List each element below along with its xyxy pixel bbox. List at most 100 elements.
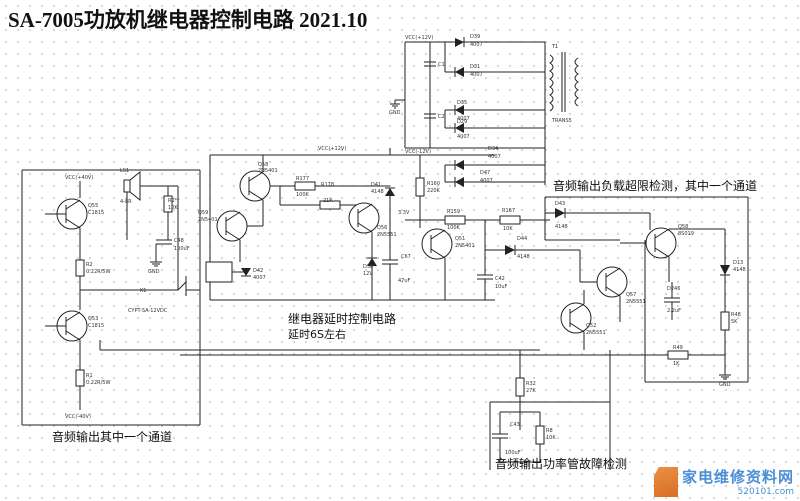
capacitor-c42: C42 10uF (477, 274, 508, 290)
svg-text:D13: D13 (733, 260, 743, 266)
svg-text:VCC(+12V): VCC(+12V) (318, 146, 346, 152)
site-watermark: 家电维修资料网 520101.com (653, 466, 794, 497)
svg-text:27K: 27K (526, 388, 536, 394)
resistor-r1: R1 0.22R/5W (75, 369, 110, 387)
transistor-q56: Q56 2N5551 (348, 202, 397, 238)
svg-text:D39: D39 (470, 34, 480, 40)
capacitor-c2: C2 (424, 113, 445, 120)
svg-text:C1815: C1815 (88, 323, 104, 329)
c1-label: C1 (438, 62, 445, 68)
diode-d35: D35 4007 (454, 100, 470, 122)
svg-text:2N5551: 2N5551 (377, 232, 397, 238)
svg-text:4007: 4007 (470, 72, 483, 78)
diode-d34: D34 4007 (454, 146, 501, 170)
svg-text:D31: D31 (470, 64, 480, 70)
svg-text:2.2uF: 2.2uF (667, 308, 681, 314)
svg-text:Q57: Q57 (626, 292, 636, 298)
capacitor-d246: D246 2.2uF (664, 286, 681, 314)
transistor-q52: Q52 2N5551 (560, 302, 606, 336)
svg-text:12V: 12V (363, 271, 373, 277)
svg-text:R49: R49 (673, 345, 683, 351)
resistor-r48: R48 5K (720, 311, 741, 331)
capacitor-c48: C48 100uF (156, 238, 190, 252)
watermark-text: 家电维修资料网 520101.com (682, 466, 794, 497)
svg-text:C42: C42 (495, 276, 505, 282)
ground-symbol-power: GND (389, 100, 401, 116)
speaker-ls1: LS1 4-8R (120, 168, 141, 205)
svg-text:2N5401: 2N5401 (258, 168, 278, 174)
svg-text:R48: R48 (731, 312, 741, 318)
svg-text:4148: 4148 (517, 254, 530, 260)
diode-d29: D29 4007 (454, 119, 470, 140)
svg-text:Q56: Q56 (377, 225, 387, 231)
relay-delay-subtitle: 延时6S左右 (288, 327, 346, 341)
overload-detect-section: 音频输出负载超限检测，其中一个通道 D43 4148 Q58 8S019 (180, 178, 757, 388)
diode-d42: D42 4007 (241, 268, 266, 281)
diode-d13: D13 4148 (720, 260, 746, 276)
svg-text:Q52: Q52 (586, 323, 596, 329)
capacitor-c67: C67 47uF (382, 254, 411, 284)
fault-detect-section: R32 27K R8 10K C43 100uF 音频输出功率管故障检测 (99, 340, 627, 471)
relay-delay-section: VCC(+12V) Q58 2N5401 Q59 2N5401 (198, 146, 580, 341)
svg-text:100K: 100K (296, 192, 310, 198)
transistor-q57: Q57 2N5551 (596, 266, 646, 305)
svg-text:D34: D34 (488, 146, 498, 152)
relay-coil (205, 261, 245, 283)
svg-text:4148: 4148 (555, 224, 568, 230)
svg-text:10K: 10K (503, 226, 513, 232)
svg-text:D47: D47 (480, 170, 490, 176)
svg-text:TRANS5: TRANS5 (551, 118, 572, 124)
svg-text:4007: 4007 (457, 134, 470, 140)
svg-text:Q53: Q53 (88, 316, 98, 322)
output-channel-section: VCC(+40V) Q55 C1815 R2 0.22R/5W Q53 (21, 168, 201, 426)
svg-text:R167: R167 (502, 208, 515, 214)
ground-symbol-left: GND (148, 261, 162, 275)
svg-text:4007: 4007 (480, 178, 493, 184)
svg-text:R1: R1 (86, 373, 93, 379)
svg-text:R8: R8 (546, 428, 553, 434)
svg-text:D44: D44 (517, 236, 527, 242)
svg-text:5K: 5K (731, 319, 738, 325)
svg-text:47uF: 47uF (398, 278, 411, 284)
vcc-top-label: VCC(+12V) (405, 35, 433, 41)
svg-text:GND: GND (148, 269, 160, 275)
watermark-cn: 家电维修资料网 (681, 468, 794, 486)
svg-text:CYPT-SA-12VDC: CYPT-SA-12VDC (128, 308, 168, 314)
resistor-r2: R2 0.22R/5W (75, 259, 110, 277)
resistor-r167: R167 10K (499, 208, 521, 232)
svg-text:1K: 1K (673, 361, 680, 367)
svg-text:VCC(+40V): VCC(+40V) (65, 175, 93, 181)
vcc-neg-label: VCC(-12V) (405, 149, 431, 155)
svg-text:Q55: Q55 (88, 203, 98, 209)
svg-text:R160: R160 (427, 181, 440, 187)
fault-detect-title: 音频输出功率管故障检测 (495, 456, 627, 471)
power-supply-section: C1 C2 GND VCC(+12V) VCC(-12V) D39 4007 (389, 34, 579, 187)
svg-text:R1**: R1** (168, 198, 180, 204)
svg-text:LS1: LS1 (120, 168, 129, 174)
svg-text:R2: R2 (86, 262, 93, 268)
relay-contact-k1: K1 CYPT-SA-12VDC (128, 276, 200, 314)
diode-d47: D47 4007 (454, 170, 493, 187)
svg-text:D29: D29 (457, 119, 467, 125)
watermark-logo-icon (653, 467, 678, 497)
svg-text:8S019: 8S019 (678, 231, 694, 237)
diagram-title: SA-7005功放机继电器控制电路 2021.10 (8, 8, 368, 32)
svg-text:Q58: Q58 (678, 224, 688, 230)
svg-text:2N5401: 2N5401 (455, 243, 475, 249)
output-channel-title: 音频输出其中一个通道 (52, 429, 172, 444)
svg-text:D42: D42 (253, 268, 263, 274)
svg-text:R159: R159 (447, 209, 460, 215)
svg-text:D35: D35 (457, 100, 467, 106)
transistor-q59: Q59 2N5401 (198, 210, 248, 242)
svg-text:R178: R178 (321, 182, 334, 188)
diode-d39: D39 4007 (455, 34, 483, 48)
svg-text:C48: C48 (174, 238, 184, 244)
resistor-r160: R160 220K (415, 177, 441, 197)
svg-text:GND: GND (719, 382, 731, 388)
transistor-q55: Q55 C1815 (45, 198, 104, 230)
svg-text:220K: 220K (427, 188, 441, 194)
diode-d31: D31 4007 (454, 64, 483, 78)
svg-text:2N5551: 2N5551 (626, 299, 646, 305)
watermark-url: 520101.com (737, 487, 794, 497)
c2-label: C2 (438, 114, 445, 120)
